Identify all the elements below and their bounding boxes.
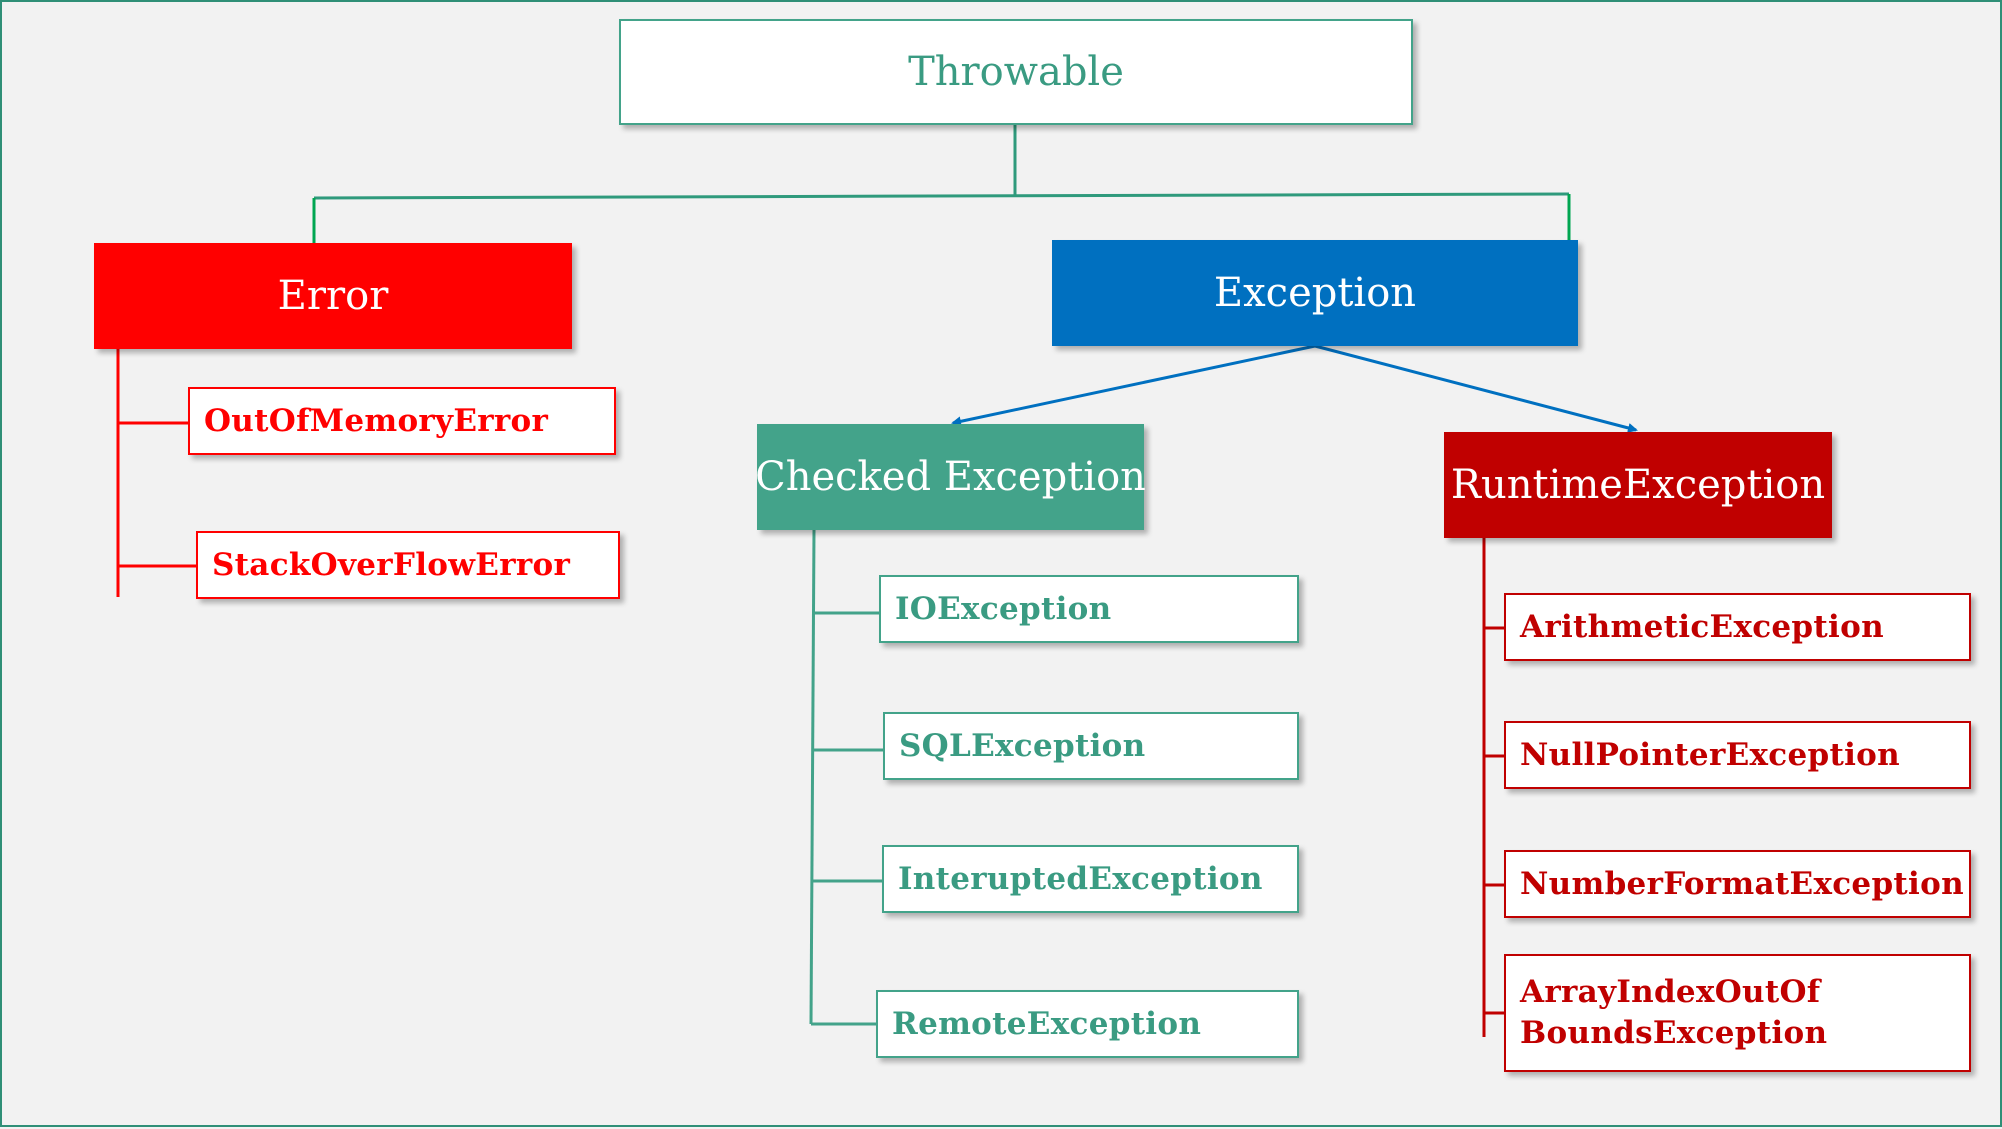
exception-arrows: [951, 344, 1638, 433]
out-of-memory-error-node: OutOfMemoryError: [188, 387, 616, 455]
checked-exception-label: Checked Exception: [755, 454, 1146, 500]
checked-exception-node: Checked Exception: [755, 424, 1146, 530]
null-pointer-exception-node: NullPointerException: [1504, 721, 1971, 789]
runtime-bracket: [1482, 538, 1504, 1037]
runtime-exception-node: RuntimeException: [1444, 432, 1832, 538]
stack-overflow-error-node: StackOverFlowError: [196, 531, 620, 599]
number-format-exception-label: NumberFormatException: [1520, 866, 1964, 902]
throwable-label: Throwable: [908, 49, 1124, 95]
error-node: Error: [94, 243, 572, 349]
exception-label: Exception: [1213, 270, 1417, 316]
sql-exception-label: SQLException: [899, 728, 1146, 764]
array-index-out-of-bounds-exception-node: ArrayIndexOutOf BoundsException: [1504, 954, 1971, 1072]
io-exception-label: IOException: [895, 591, 1112, 627]
arrow-to-checked: [951, 344, 1316, 427]
error-label: Error: [277, 273, 389, 319]
arithmetic-exception-label: ArithmeticException: [1520, 609, 1884, 645]
checked-bracket: [809, 529, 883, 1026]
arithmetic-exception-node: ArithmeticException: [1504, 593, 1971, 661]
exception-node: Exception: [1052, 240, 1578, 346]
interupted-exception-node: InteruptedException: [882, 845, 1299, 913]
arrow-to-runtime: [1314, 344, 1638, 433]
io-exception-node: IOException: [879, 575, 1299, 643]
error-bracket: [116, 349, 196, 597]
array-index-out-of-bounds-exception-label: ArrayIndexOutOf BoundsException: [1520, 974, 1828, 1051]
runtime-exception-label: RuntimeException: [1450, 462, 1826, 508]
throwable-node: Throwable: [619, 19, 1413, 125]
throwable-connector: [312, 125, 1571, 245]
out-of-memory-error-label: OutOfMemoryError: [204, 403, 549, 439]
stack-overflow-error-label: StackOverFlowError: [212, 547, 571, 583]
number-format-exception-node: NumberFormatException: [1504, 850, 1971, 918]
sql-exception-node: SQLException: [883, 712, 1299, 780]
remote-exception-label: RemoteException: [892, 1006, 1202, 1042]
remote-exception-node: RemoteException: [876, 990, 1299, 1058]
interupted-exception-label: InteruptedException: [898, 861, 1263, 897]
null-pointer-exception-label: NullPointerException: [1520, 737, 1900, 773]
